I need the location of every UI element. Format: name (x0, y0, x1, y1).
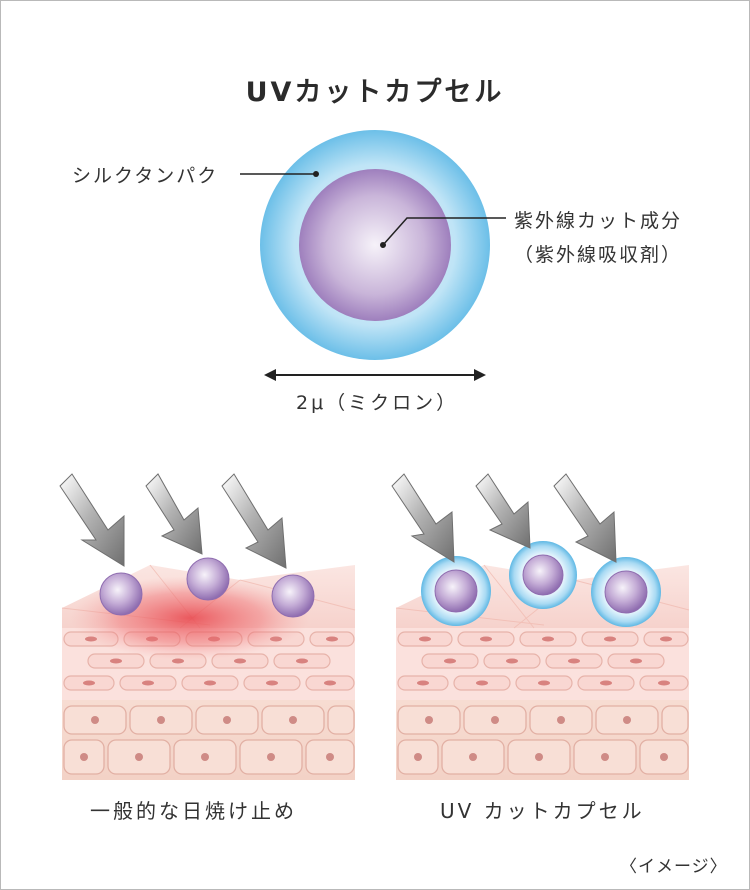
uv-arrows-left (59, 473, 287, 569)
dermis-nuclei-right (414, 716, 668, 761)
outer-leader-dot (313, 171, 319, 177)
dermis-nuclei-left (80, 716, 334, 761)
regular-sunscreen-caption: 一般的な日焼け止め (90, 799, 297, 823)
skin-panel-capsule (391, 473, 690, 780)
epidermis-nuclei-right (417, 636, 672, 686)
leader-lines (240, 171, 506, 248)
uv-arrows-right (391, 473, 617, 563)
uv-capsule (260, 130, 490, 360)
image-note: 〈イメージ〉 (620, 857, 728, 877)
sunscreen-particles (99, 557, 315, 618)
skin-panel-regular (59, 473, 356, 780)
silk-protein-label: シルクタンパク (72, 165, 219, 187)
size-arrow (264, 369, 486, 381)
inner-leader-line (382, 217, 506, 246)
page-title: UVカットカプセル (245, 77, 505, 108)
size-label: 2μ（ミクロン） (296, 392, 459, 414)
uv-cut-ingredient-label: 紫外線カット成分 (514, 210, 683, 232)
uv-absorber-core (299, 169, 451, 321)
uv-absorber-label: （紫外線吸収剤） (514, 244, 683, 266)
inner-leader-dot (380, 242, 386, 248)
uv-capsule-caption: UV カットカプセル (440, 799, 645, 823)
uv-capsule-particles (421, 541, 661, 627)
